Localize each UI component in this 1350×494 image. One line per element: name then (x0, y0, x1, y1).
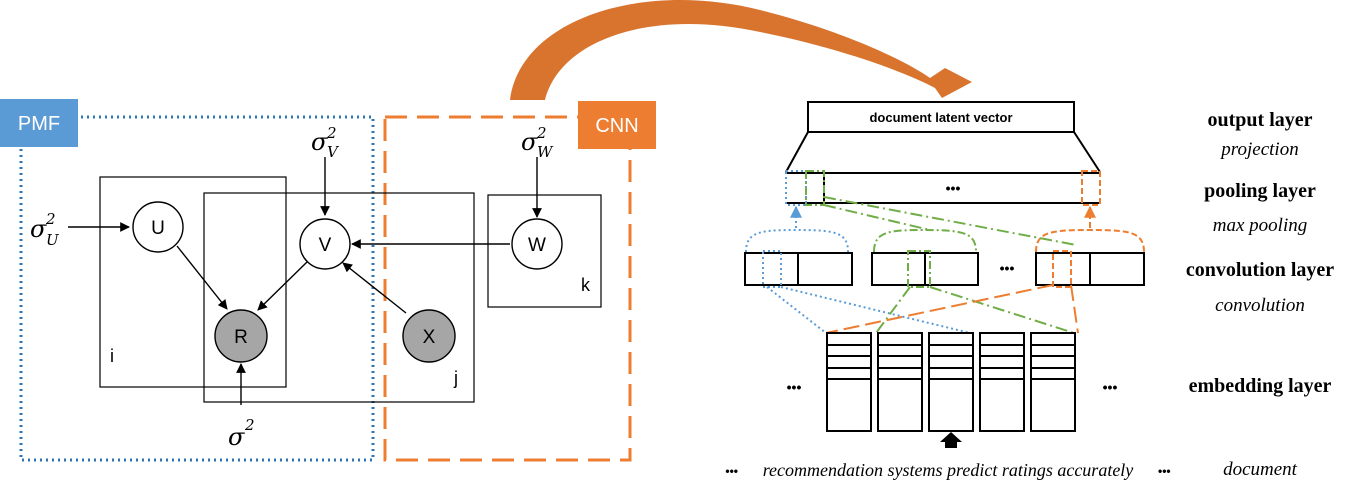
conv-cell-orange (1052, 250, 1072, 288)
embedding-column-1 (826, 332, 872, 432)
svg-text:V: V (327, 143, 340, 161)
pool-cell-blue (785, 170, 807, 206)
field-orange-left (825, 284, 1054, 334)
pool-cell-green (805, 170, 825, 206)
node-V-label: V (319, 235, 332, 256)
node-W (511, 218, 563, 270)
plate-k (487, 194, 602, 308)
layer-output-op: projection (1219, 139, 1298, 160)
layer-pooling-op: max pooling (1213, 215, 1307, 236)
cnn-dashed-boundary (383, 115, 632, 462)
embedding-right-ellipsis: ••• (1103, 379, 1118, 395)
pool-ellipsis: ••• (946, 180, 961, 196)
svg-text:σ: σ (30, 215, 47, 243)
field-orange-right (1070, 284, 1079, 334)
maxpool-link-green-2 (823, 196, 1077, 246)
pmf-dotted-boundary (19, 115, 375, 462)
output-box (807, 101, 1075, 133)
maxpool-bracket-orange (1035, 228, 1145, 253)
pmf-region: PMF (0, 99, 375, 462)
cnn-label-box (578, 101, 656, 149)
input-arrow (940, 432, 962, 448)
svg-text:σ: σ (228, 423, 245, 451)
node-U-label: U (151, 218, 165, 239)
layer-convolution-op: convolution (1215, 295, 1305, 316)
output-box-label: document latent vector (869, 110, 1012, 125)
plate-j-label: j (453, 368, 458, 388)
node-W-label: W (528, 235, 546, 256)
sentence-left-ellipsis: ••• (725, 464, 738, 478)
layer-pooling-name: pooling layer (1204, 180, 1316, 202)
sigma-U-label: σ 2 U (30, 210, 60, 249)
projection-left (785, 131, 809, 173)
pmf-label-box (0, 99, 78, 147)
edge-X-V (342, 262, 407, 314)
sentence-right-ellipsis: ••• (1158, 464, 1171, 478)
layer-document-op: document (1223, 459, 1298, 480)
field-blue-left (766, 286, 827, 334)
sigma-W-label: σ 2 W (521, 124, 554, 161)
cnn-region: CNN (383, 101, 656, 462)
pool-cell-orange (1081, 170, 1101, 206)
maxpool-bracket-green (873, 228, 977, 253)
edge-V-R (257, 261, 308, 311)
conv-cell-green (907, 250, 931, 288)
embedding-column-3 (928, 332, 974, 432)
node-R (214, 309, 268, 363)
embedding-columns (826, 332, 1076, 432)
svg-text:σ: σ (311, 128, 328, 156)
svg-text:U: U (46, 231, 60, 249)
conv-ellipsis: ••• (1000, 260, 1015, 276)
svg-text:W: W (537, 143, 554, 161)
node-U (132, 201, 184, 253)
svg-text:2: 2 (45, 210, 56, 228)
conv-maps (744, 252, 1145, 286)
layer-output-name: output layer (1208, 109, 1313, 131)
sigma-R-label: σ 2 (228, 416, 255, 451)
layer-embedding-name: embedding layer (1189, 375, 1332, 397)
edge-U-R (176, 245, 228, 310)
embedding-left-ellipsis: ••• (787, 379, 802, 395)
field-blue-right (780, 286, 971, 334)
plate-k-label: k (581, 275, 591, 295)
svg-text:2: 2 (536, 124, 547, 142)
maxpool-link-green-1 (823, 204, 931, 231)
cnn-label: CNN (595, 115, 638, 137)
node-X (402, 309, 456, 363)
embedding-column-2 (877, 332, 923, 432)
conv-cell-blue (762, 250, 782, 288)
graph-edges (68, 157, 542, 405)
plate-j (203, 192, 475, 403)
embedding-column-5 (1030, 332, 1076, 432)
plate-i-label: i (110, 346, 114, 366)
transfer-arrow (510, 0, 972, 100)
field-green-left (875, 286, 911, 334)
projection-right (1073, 131, 1101, 173)
node-R-label: R (234, 327, 248, 348)
svg-text:2: 2 (244, 416, 255, 434)
svg-text:2: 2 (326, 124, 337, 142)
pmf-label: PMF (18, 113, 60, 135)
layer-convolution-name: convolution layer (1186, 259, 1334, 281)
svg-text:σ: σ (521, 128, 538, 156)
node-X-label: X (423, 327, 436, 348)
maxpool-bracket-blue (745, 228, 849, 253)
embedding-column-4 (979, 332, 1025, 432)
sigma-V-label: σ 2 V (311, 124, 340, 161)
node-V (299, 218, 351, 270)
field-green-right (929, 286, 1075, 334)
document-sentence: recommendation systems predict ratings a… (763, 460, 1134, 480)
layer-labels: output layer projection pooling layer ma… (1186, 109, 1334, 480)
